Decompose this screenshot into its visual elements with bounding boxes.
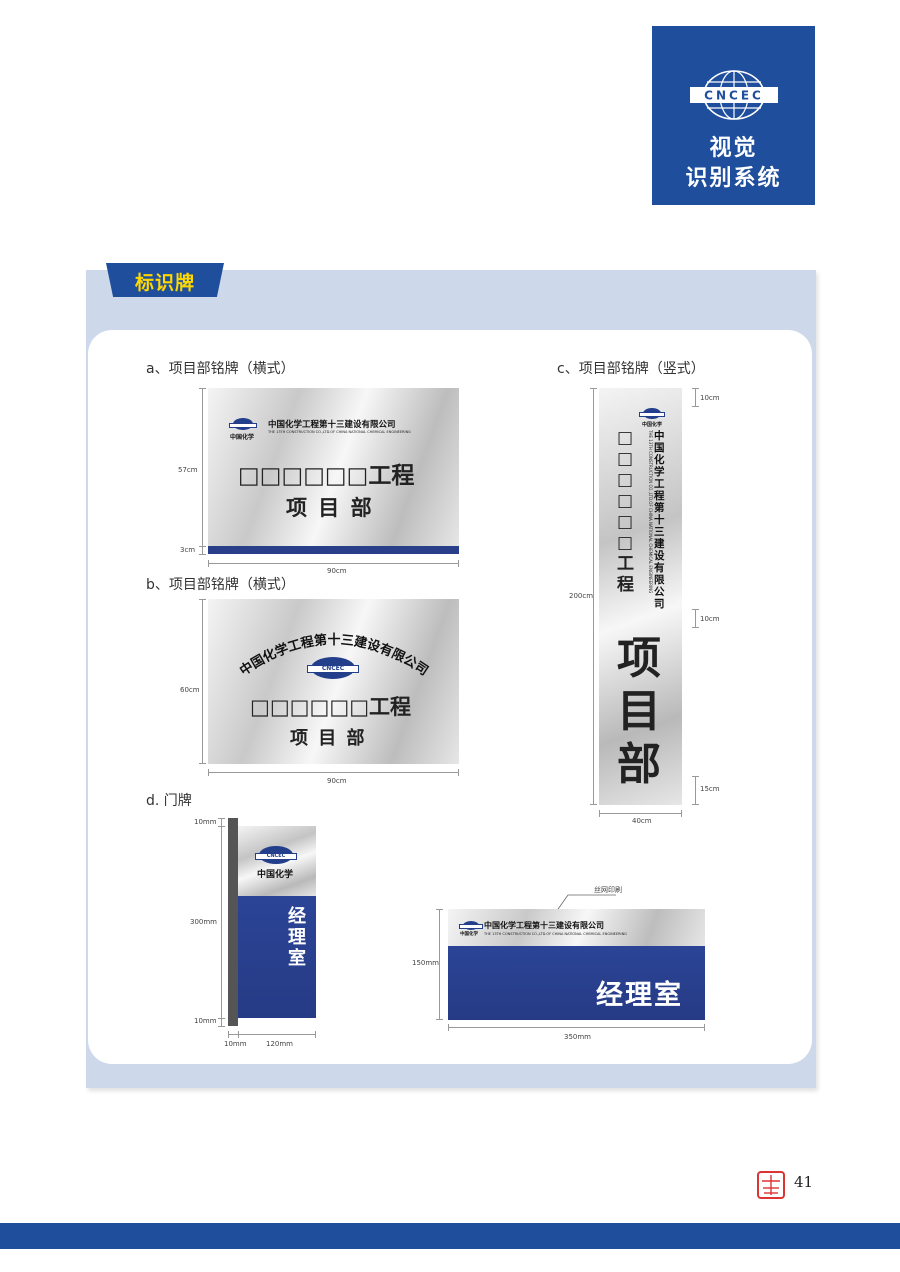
sign-e-dim-height: 150mm: [412, 959, 439, 967]
sign-c-company-en: THE 13TH CONSTRUCTION CO.,LTD.OF CHINA N…: [648, 430, 653, 594]
sign-a-dim-bar: 3cm: [180, 546, 196, 554]
seal-stamp-icon: [757, 1171, 785, 1199]
sign-b-line2: 项 目 部: [290, 728, 367, 749]
footer-bar: [0, 1223, 900, 1249]
sign-a-bar: [208, 546, 459, 554]
sign-d-room-1: 经: [288, 906, 306, 927]
sign-c-dim-top: 10cm: [700, 394, 720, 402]
sign-d-logo-icon: CNCEC: [255, 846, 297, 864]
sign-e-company-en: THE 13TH CONSTRUCTION CO.,LTD.OF CHINA N…: [484, 932, 627, 936]
sign-b-dim-width: 90cm: [327, 777, 347, 785]
sign-d-dim-bottom: 10mm: [194, 1017, 217, 1025]
sign-c-boxes: □□□□□□工程: [617, 428, 634, 595]
sign-e-dim-hline: [448, 1027, 705, 1028]
sign-b-logo-icon: CNCEC: [307, 657, 359, 679]
sign-a-plate: [208, 388, 459, 546]
sign-a-company-en: THE 13TH CONSTRUCTION CO.,LTD.OF CHINA N…: [268, 430, 411, 434]
sign-c-big-2: 目: [617, 686, 661, 737]
sign-c-dim-vline: [593, 388, 594, 805]
sign-c-caption: c、项目部铭牌（竖式）: [557, 361, 705, 377]
badge-title-line1: 视觉: [709, 136, 758, 161]
sign-a-dim-vline: [202, 388, 203, 554]
sign-a-line2: 项 目 部: [286, 496, 374, 520]
sign-a-company-cn: 中国化学工程第十三建设有限公司: [268, 420, 396, 430]
sign-b-caption: b、项目部铭牌（横式）: [146, 577, 295, 593]
sign-c-dim-bottom: 15cm: [700, 785, 720, 793]
sign-c-company-cn: 中国化学工程第十三建设有限公司: [654, 430, 665, 610]
sign-d-post: [228, 818, 238, 1026]
badge-logo-text: CNCEC: [704, 89, 764, 103]
sign-b-line1: □□□□□□工程: [250, 695, 412, 719]
sign-d-dim-top: 10mm: [194, 818, 217, 826]
sign-e-logo-label: 中国化学: [460, 932, 478, 937]
sign-e-dim-width: 350mm: [564, 1033, 591, 1041]
sign-e-company-cn: 中国化学工程第十三建设有限公司: [484, 921, 604, 930]
sign-c-big-1: 项: [617, 633, 661, 684]
sign-e-dim-vline: [439, 909, 440, 1020]
sign-d-dim-width: 120mm: [266, 1040, 293, 1048]
sign-a-logo-icon: [229, 418, 257, 430]
section-tab-title: 标识牌: [134, 272, 195, 294]
sign-c-dim-height: 200cm: [569, 592, 594, 600]
sign-d-dim-height: 300mm: [190, 918, 217, 926]
sign-d-room-2: 理: [288, 927, 306, 948]
cncec-globe-logo-icon: CNCEC: [690, 70, 778, 120]
sign-e-top-plate: [448, 909, 705, 946]
sign-a-dim-hline: [208, 563, 459, 564]
sign-d-dim-post: 10mm: [224, 1040, 247, 1048]
sign-c-logo-label: 中国化学: [642, 422, 663, 428]
sign-b-logo-text: CNCEC: [321, 665, 345, 673]
sign-d-blue-panel: [238, 896, 316, 1018]
sign-e-logo-icon: [459, 921, 483, 930]
sign-a-dim-height: 57cm: [178, 466, 198, 474]
sign-e-room: 经理室: [596, 980, 683, 1011]
sign-c-dim-mid: 10cm: [700, 615, 720, 623]
sign-b-dim-height: 60cm: [180, 686, 200, 694]
sign-d-logo-label: 中国化学: [257, 870, 294, 880]
sign-b-dim-hline: [208, 772, 459, 773]
sign-d-dim-vline: [221, 818, 222, 1026]
vi-badge: CNCEC 视觉 识别系统: [652, 26, 815, 205]
section-tab: 标识牌: [106, 263, 224, 297]
sign-d-caption: d. 门牌: [146, 793, 192, 809]
sign-d-room-3: 室: [288, 948, 306, 969]
sign-c-plate: [599, 388, 682, 805]
sign-d-dim-hline: [228, 1034, 316, 1035]
badge-title-line2: 识别系统: [685, 166, 782, 191]
sign-a-logo-label: 中国化学: [230, 434, 255, 441]
sign-a-line1: □□□□□□工程: [238, 463, 415, 489]
sign-a-caption: a、项目部铭牌（横式）: [146, 361, 295, 377]
sign-c-dim-width: 40cm: [632, 817, 652, 825]
sign-c-big-3: 部: [617, 739, 661, 790]
page-number: 41: [794, 1173, 814, 1191]
sign-d-logo-text: CNCEC: [266, 852, 286, 859]
sign-b-plate: [208, 599, 459, 764]
sign-e-blue-panel: [448, 946, 705, 1020]
sign-a-dim-width: 90cm: [327, 567, 347, 575]
sign-b-dim-vline: [202, 599, 203, 764]
sign-e-callout: 丝网印刷: [594, 886, 622, 894]
sign-c-logo-icon: [639, 408, 665, 419]
sign-c-dim-hline: [599, 813, 682, 814]
